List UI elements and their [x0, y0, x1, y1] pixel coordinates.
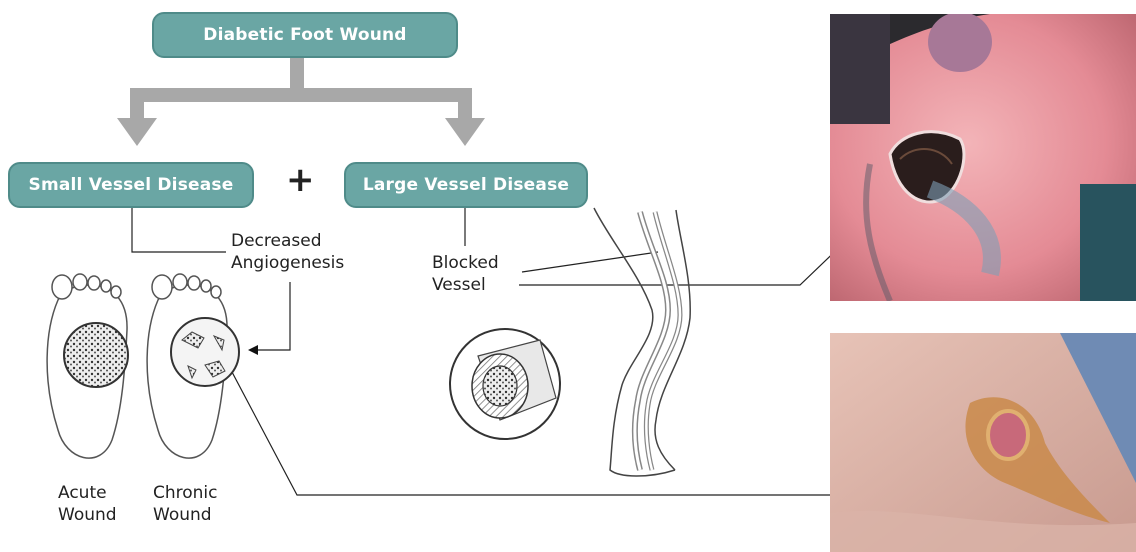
chronic-wound-label: Chronic Wound [153, 482, 218, 526]
large-vessel-disease-box: Large Vessel Disease [344, 162, 588, 208]
blocked-vessel-label: Blocked Vessel [432, 252, 499, 296]
decreased-angiogenesis-label: Decreased Angiogenesis [231, 230, 344, 274]
chronic-ulcer-image [830, 333, 1136, 552]
chronic-foot-illustration [147, 274, 239, 458]
large-vessel-disease-label: Large Vessel Disease [363, 175, 569, 195]
acute-foot-illustration [47, 274, 128, 458]
diabetic-foot-wound-label: Diabetic Foot Wound [203, 25, 406, 45]
acute-wound-label: Acute Wound [58, 482, 117, 526]
chronic-ulcer-photo [830, 333, 1136, 552]
leg-illustration [594, 208, 690, 476]
vessel-cross-section-illustration [450, 329, 560, 439]
diabetic-foot-wound-box: Diabetic Foot Wound [152, 12, 458, 58]
split-arrow [117, 55, 485, 146]
necrotic-wound-photo [830, 14, 1136, 301]
small-vessel-disease-box: Small Vessel Disease [8, 162, 254, 208]
necrotic-wound-image [830, 14, 1136, 301]
small-vessel-disease-label: Small Vessel Disease [29, 175, 234, 195]
plus-sign: + [286, 160, 315, 200]
